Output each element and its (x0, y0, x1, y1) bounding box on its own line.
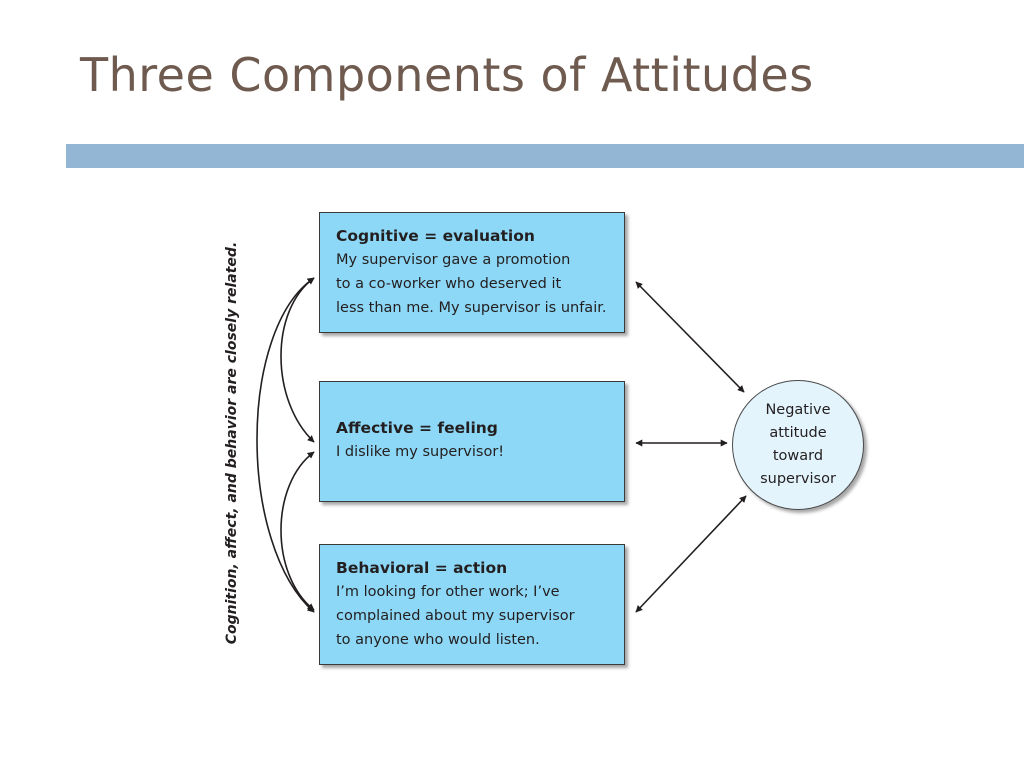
behavioral-text: I’m looking for other work; I’ve complai… (336, 584, 575, 648)
attitude-circle: Negative attitude toward supervisor (732, 380, 864, 510)
behavioral-title: Behavioral = action (336, 559, 508, 577)
link-affective-behavioral (280, 451, 315, 611)
link-cognitive-behavioral (256, 277, 315, 613)
affective-text: I dislike my supervisor! (336, 444, 505, 460)
link-cognitive-affective (280, 277, 315, 443)
cognitive-box: Cognitive = evaluation My supervisor gav… (319, 212, 625, 333)
slide-title: Three Components of Attitudes (80, 48, 814, 102)
cognitive-text: My supervisor gave a promotion to a co-w… (336, 252, 607, 316)
title-accent-bar (66, 144, 1024, 168)
affective-box: Affective = feeling I dislike my supervi… (319, 381, 625, 502)
behavioral-box: Behavioral = action I’m looking for othe… (319, 544, 625, 665)
link-cognitive-attitude (635, 281, 745, 393)
link-behavioral-attitude (635, 495, 747, 613)
affective-title: Affective = feeling (336, 419, 498, 437)
cognitive-title: Cognitive = evaluation (336, 227, 535, 245)
